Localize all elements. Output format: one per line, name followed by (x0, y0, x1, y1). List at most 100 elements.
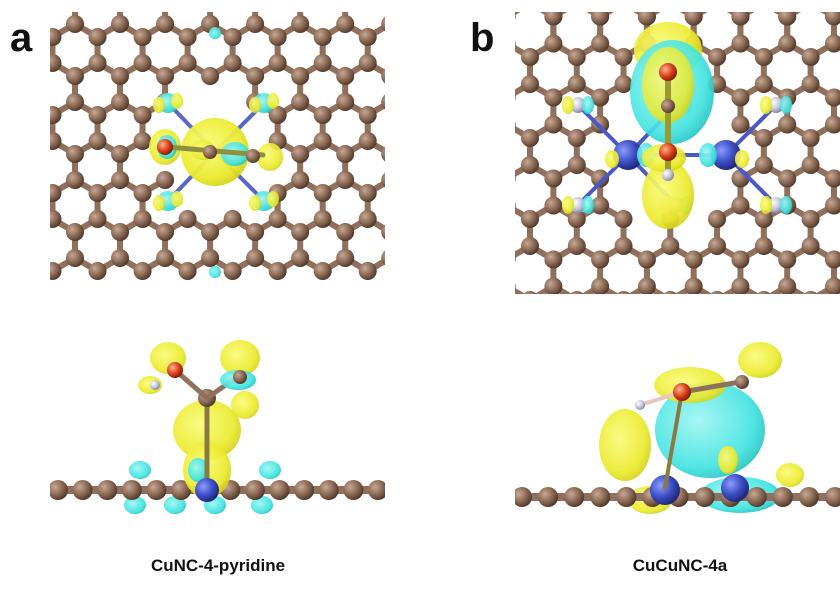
accumulation-lobe (153, 97, 165, 113)
carbon-atom-icon (268, 54, 287, 72)
bond (515, 12, 521, 16)
carbon-atom-icon (802, 0, 820, 12)
carbon-atom-icon (291, 223, 310, 241)
carbon-atom-icon (178, 262, 197, 280)
oxygen-atom-icon (673, 383, 691, 401)
accumulation-lobe (718, 446, 738, 474)
accumulation-lobe (171, 93, 183, 109)
carbon-atom-icon (615, 0, 633, 12)
carbon-atom-icon (474, 129, 492, 147)
carbon-atom-icon (824, 277, 840, 294)
carbon-atom-icon (515, 175, 516, 182)
carbon-atom-icon (336, 0, 354, 7)
panel-b-side-view (515, 342, 840, 514)
carbon-atom-icon (318, 480, 339, 500)
panel-b-top-view (451, 0, 840, 309)
accumulation-lobe (642, 161, 694, 229)
carbon-atom-icon (521, 156, 539, 174)
carbon-atom-icon (146, 480, 167, 500)
carbon-atom-icon (336, 67, 355, 85)
carbon-atom-icon (50, 54, 62, 72)
carbon-atom-icon (544, 88, 563, 107)
carbon-atom-icon (661, 0, 679, 12)
carbon-atom-icon (291, 0, 309, 7)
carbon-atom-icon (133, 132, 152, 150)
panel-a-top-view (0, 0, 385, 280)
bond (483, 165, 506, 179)
carbon-atom-icon (88, 210, 107, 228)
carbon-atom-icon (590, 487, 611, 507)
carbon-atom-icon (66, 249, 84, 267)
carbon-atom-icon (474, 291, 492, 309)
carbon-atom-icon (50, 106, 62, 124)
carbon-atom-icon (801, 237, 820, 255)
carbon-atom-icon (731, 34, 750, 53)
accumulation-lobe (735, 150, 749, 168)
carbon-atom-icon (381, 94, 385, 110)
carbon-atom-icon (710, 291, 724, 294)
carbon-atom-icon (474, 156, 492, 174)
carbon-atom-icon (381, 224, 385, 240)
panel-a-side-view (50, 340, 385, 514)
carbon-atom-icon (684, 250, 703, 269)
carbon-atom-icon (97, 480, 118, 500)
carbon-atom-icon (88, 132, 107, 150)
carbon-atom-icon (731, 12, 750, 26)
carbon-atom-icon (291, 15, 310, 33)
carbon-atom-icon (754, 156, 773, 174)
carbon-atom-icon (824, 88, 840, 107)
carbon-atom-icon (111, 67, 130, 85)
carbon-atom-icon (269, 480, 290, 500)
carbon-atom-icon (451, 278, 469, 296)
carbon-atom-icon (50, 480, 68, 500)
accumulation-lobe (562, 96, 574, 114)
carbon-atom-icon (336, 223, 355, 241)
bond (515, 287, 526, 294)
carbon-atom-icon (21, 0, 39, 7)
carbon-atom-icon (521, 48, 539, 66)
carbon-atom-icon (521, 75, 539, 93)
carbon-atom-icon (824, 115, 840, 134)
carbon-atom-icon (223, 262, 242, 280)
carbon-atom-icon (451, 197, 469, 215)
bond (7, 219, 30, 232)
carbon-atom-icon (521, 237, 539, 255)
accumulation-lobe (760, 196, 772, 214)
bond (460, 165, 483, 179)
bond (50, 188, 56, 196)
accumulation-lobe (171, 191, 183, 207)
carbon-atom-icon (358, 28, 377, 46)
carbon-atom-icon (66, 171, 84, 189)
accumulation-lobe (605, 150, 619, 168)
carbon-atom-icon (544, 169, 563, 188)
bond (483, 125, 506, 139)
carbon-atom-icon (591, 196, 610, 215)
bond (460, 206, 483, 220)
carbon-atom-icon (614, 75, 633, 93)
carbon-atom-icon (21, 67, 39, 85)
caption-panel-a: CuNC-4-pyridine (150, 556, 286, 575)
carbon-atom-icon (754, 129, 773, 147)
carbon-atom-icon (772, 487, 793, 507)
carbon-atom-icon (731, 115, 750, 134)
carbon-atom-icon (754, 237, 773, 255)
carbon-atom-icon (708, 210, 727, 228)
nitrogen-atom-icon (768, 197, 784, 213)
oxygen-atom-icon (157, 139, 173, 155)
carbon-atom-icon (637, 250, 656, 269)
carbon-atom-icon (336, 249, 355, 267)
carbon-atom-icon (0, 132, 16, 150)
carbon-atom-icon (451, 89, 469, 107)
carbon-atom-icon (515, 283, 516, 290)
carbon-atom-icon (684, 277, 703, 294)
carbon-atom-icon (521, 129, 539, 147)
carbon-atom-icon (381, 172, 385, 188)
carbon-atom-icon (825, 487, 840, 507)
carbon-atom-icon (591, 277, 610, 294)
carbon-atom-icon (731, 88, 750, 107)
carbon-atom-icon (201, 223, 220, 241)
carbon-atom-icon (451, 35, 469, 53)
carbon-atom-icon (368, 480, 385, 500)
nitrogen-atom-icon (768, 97, 784, 113)
depletion-lobe (582, 96, 594, 114)
